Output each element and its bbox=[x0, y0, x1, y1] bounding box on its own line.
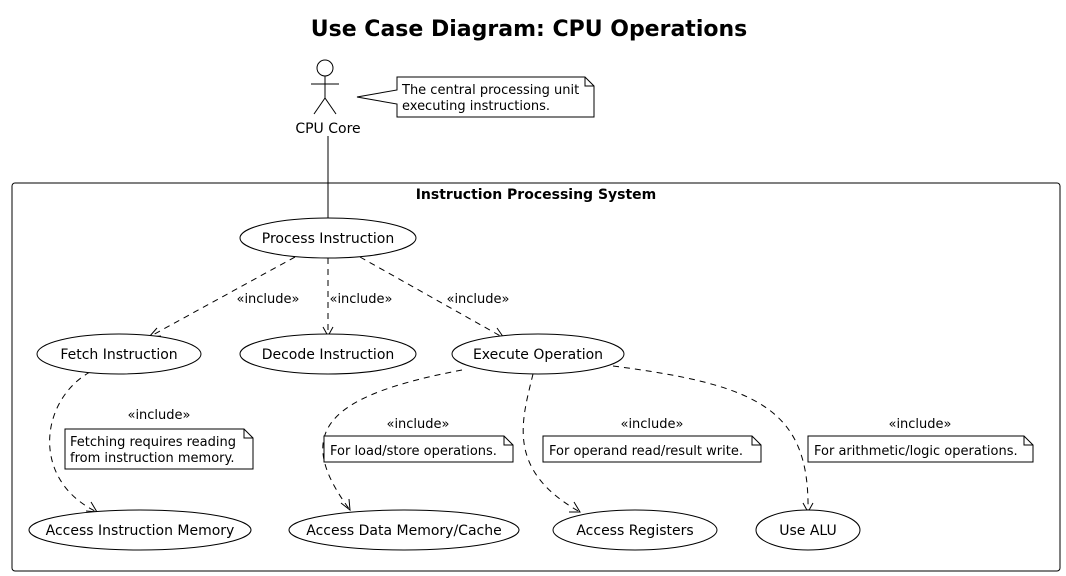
use-case-label: Decode Instruction bbox=[262, 347, 395, 363]
include-label-execute: «include» bbox=[446, 292, 509, 307]
include-label-instr-mem: «include» bbox=[127, 408, 190, 423]
use-case-label: Access Registers bbox=[576, 523, 693, 539]
use-case-access-data-memory[interactable]: Access Data Memory/Cache bbox=[288, 509, 520, 551]
use-case-ellipse bbox=[239, 333, 417, 375]
actor-note-line-1: The central processing unit bbox=[401, 83, 579, 98]
diagram-title: Use Case Diagram: CPU Operations bbox=[311, 17, 747, 42]
note-box bbox=[64, 428, 254, 470]
arrowhead-registers bbox=[569, 501, 581, 513]
use-case-label: Access Data Memory/Cache bbox=[306, 523, 501, 539]
include-label-alu: «include» bbox=[888, 417, 951, 432]
actor-left-leg bbox=[313, 97, 326, 115]
actor-note-fold bbox=[584, 77, 594, 87]
note-registers: For operand read/result write. bbox=[542, 435, 762, 463]
use-case-use-alu[interactable]: Use ALU bbox=[755, 509, 861, 551]
note-line-2: from instruction memory. bbox=[70, 451, 234, 466]
note-line-1: Fetching requires reading bbox=[70, 435, 236, 450]
arrowhead-instr-mem bbox=[85, 501, 98, 513]
use-case-ellipse bbox=[552, 509, 718, 551]
actor-label: CPU Core bbox=[295, 121, 360, 137]
use-case-ellipse bbox=[36, 333, 202, 375]
actor-cpu-core[interactable]: CPU Core bbox=[295, 59, 361, 137]
note-box bbox=[323, 435, 514, 463]
use-case-ellipse bbox=[755, 509, 861, 551]
use-case-ellipse bbox=[28, 509, 252, 551]
include-label-registers: «include» bbox=[620, 417, 683, 432]
note-line-1: For operand read/result write. bbox=[549, 444, 743, 459]
use-case-label: Process Instruction bbox=[262, 231, 395, 247]
actor-note-line-2: executing instructions. bbox=[402, 99, 550, 114]
actor-head bbox=[316, 59, 334, 77]
note-fold bbox=[1023, 436, 1033, 446]
note-fetch: Fetching requires reading from instructi… bbox=[64, 428, 254, 470]
use-case-fetch-instruction[interactable]: Fetch Instruction bbox=[36, 333, 202, 375]
note-alu: For arithmetic/logic operations. bbox=[807, 435, 1034, 463]
note-line-1: For arithmetic/logic operations. bbox=[814, 444, 1018, 459]
include-process-execute bbox=[359, 256, 505, 339]
use-case-label: Use ALU bbox=[779, 523, 837, 539]
note-line-1: For load/store operations. bbox=[330, 444, 497, 459]
include-process-fetch bbox=[148, 256, 296, 338]
use-case-label: Execute Operation bbox=[473, 347, 603, 363]
include-label-decode: «include» bbox=[329, 292, 392, 307]
use-case-access-registers[interactable]: Access Registers bbox=[552, 509, 718, 551]
use-case-label: Access Instruction Memory bbox=[46, 523, 235, 539]
use-case-ellipse bbox=[451, 333, 625, 375]
use-case-access-instruction-memory[interactable]: Access Instruction Memory bbox=[28, 509, 252, 551]
include-execute-data-mem bbox=[322, 369, 463, 511]
system-title: Instruction Processing System bbox=[416, 187, 657, 203]
note-fold bbox=[243, 429, 253, 439]
use-case-process-instruction[interactable]: Process Instruction bbox=[239, 217, 417, 259]
include-fetch-instr-mem bbox=[49, 371, 98, 513]
note-box bbox=[807, 435, 1034, 463]
note-fold bbox=[503, 436, 513, 446]
note-data-mem: For load/store operations. bbox=[323, 435, 514, 463]
include-execute-registers bbox=[522, 373, 581, 513]
actor-right-leg bbox=[324, 97, 337, 115]
actor-note-box bbox=[356, 76, 595, 118]
note-fold bbox=[751, 436, 761, 446]
use-case-label: Fetch Instruction bbox=[60, 347, 177, 363]
use-case-execute-operation[interactable]: Execute Operation bbox=[451, 333, 625, 375]
use-case-ellipse bbox=[239, 217, 417, 259]
include-label-data-mem: «include» bbox=[386, 417, 449, 432]
use-case-ellipse bbox=[288, 509, 520, 551]
use-case-decode-instruction[interactable]: Decode Instruction bbox=[239, 333, 417, 375]
note-box bbox=[542, 435, 762, 463]
system-boundary bbox=[11, 182, 1061, 572]
arrowhead-data-mem bbox=[340, 498, 351, 512]
include-label-fetch: «include» bbox=[236, 292, 299, 307]
actor-note: The central processing unit executing in… bbox=[356, 76, 595, 118]
